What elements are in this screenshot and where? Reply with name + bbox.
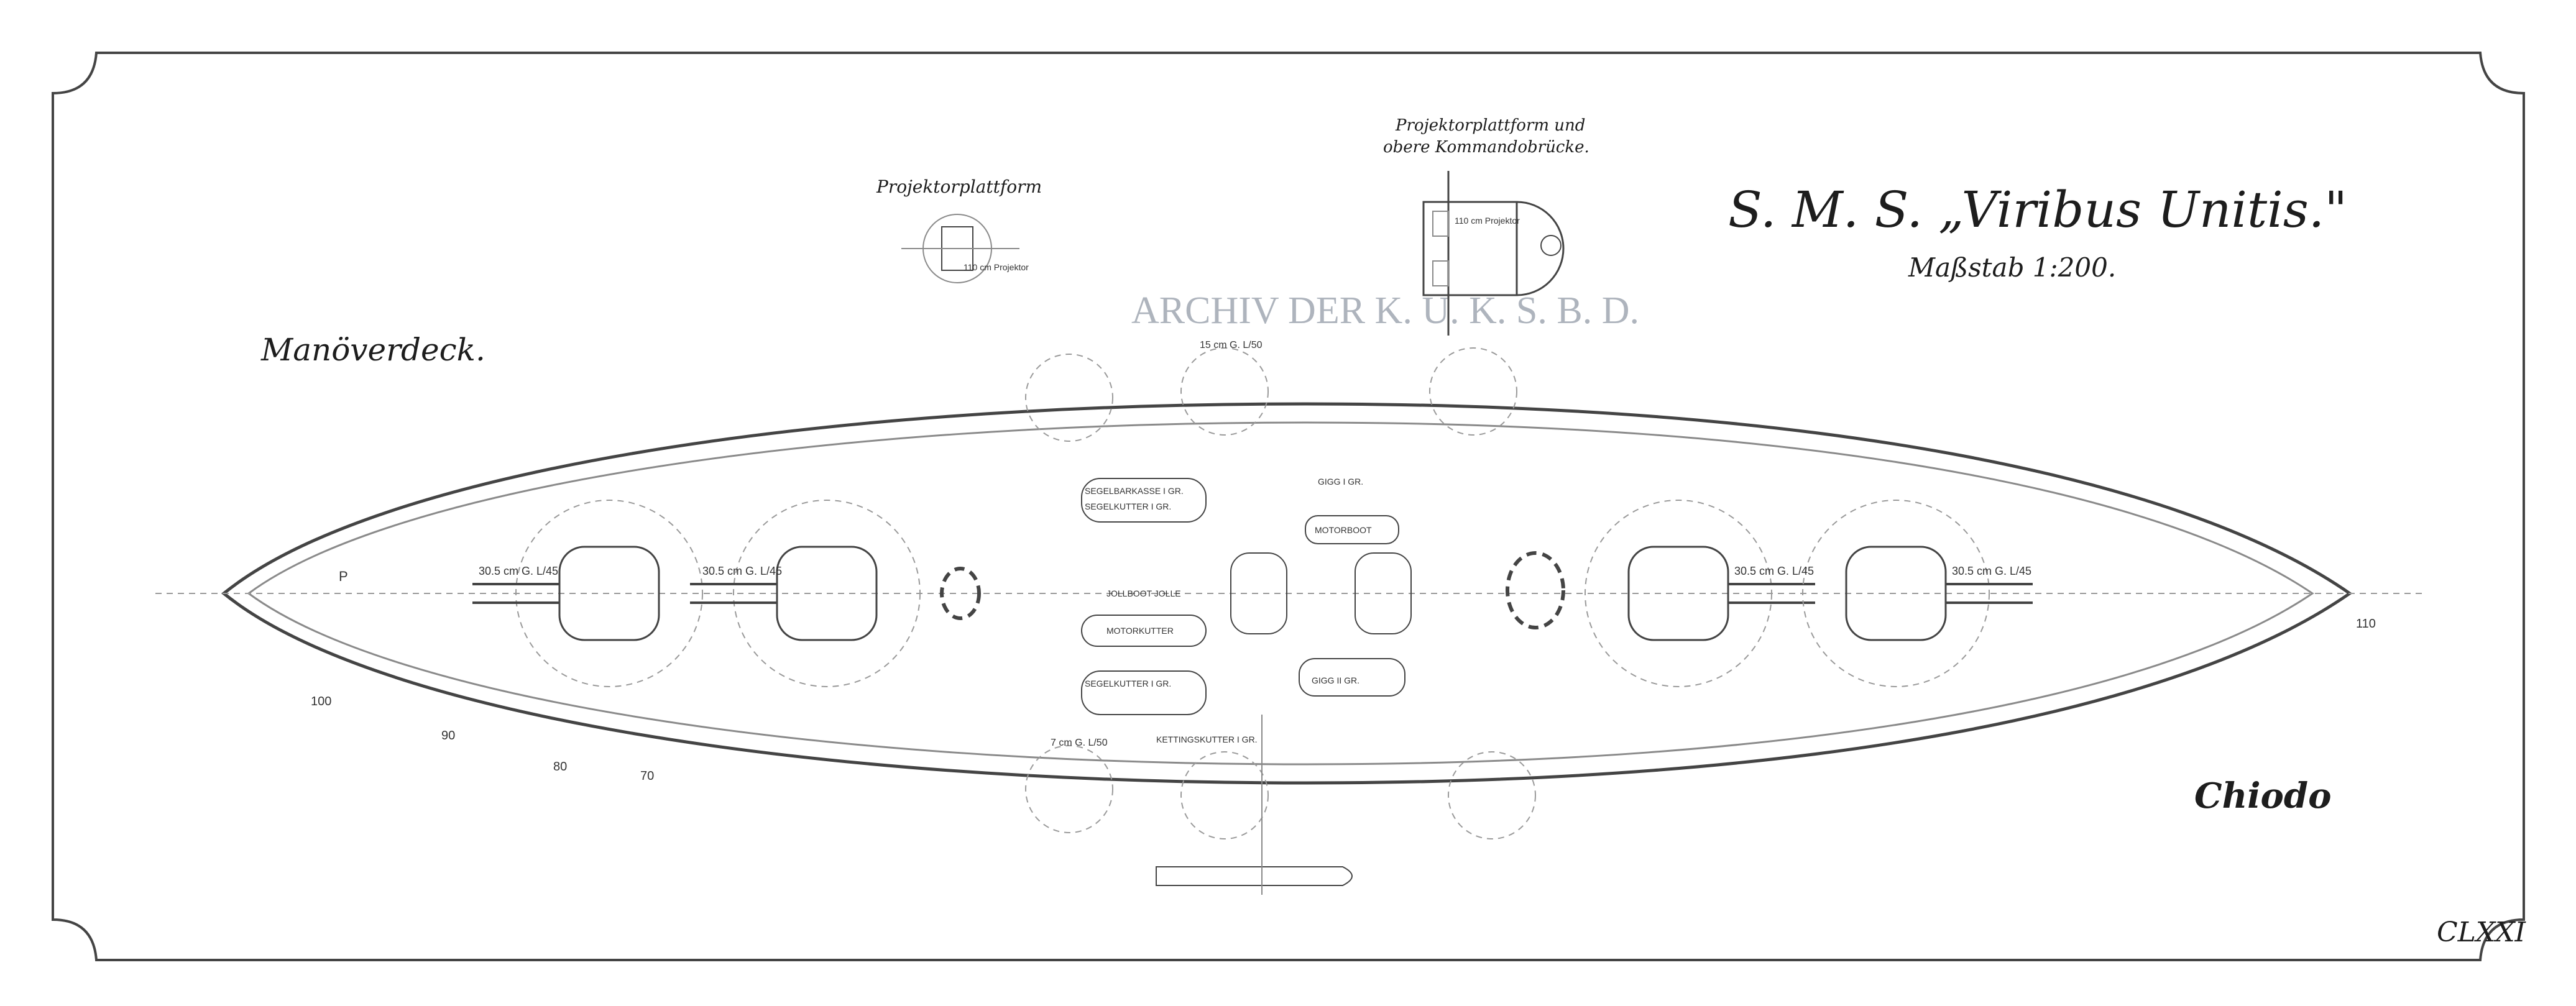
marked-area-right [1506, 551, 1565, 629]
projector-platform-inset: Projektorplattform 110 cm Projektor [876, 176, 1042, 283]
boat-label-6: GIGG I GR. [1318, 477, 1363, 487]
gun-label-15: 15 cm G. L/50 [1200, 340, 1263, 350]
frame-70: 70 [640, 769, 654, 783]
frame-bow: 110 [2356, 617, 2376, 631]
boat-label-1: SEGELBARKASSE I GR. [1085, 486, 1184, 496]
scale-label: Maßstab 1:200. [1908, 252, 2116, 283]
boat-label-5: MOTORBOOT [1315, 525, 1372, 535]
boat-label-2: SEGELKUTTER I GR. [1085, 501, 1171, 511]
boat-label-3: MOTORKUTTER [1106, 626, 1174, 636]
boat-label-9: GIGG II GR. [1312, 675, 1359, 685]
boat-label-4: JOLLBOOT JOLLE [1106, 588, 1181, 598]
inset-right-title-2: obere Kommandobrücke. [1383, 138, 1589, 157]
boats: SEGELBARKASSE I GR. SEGELKUTTER I GR. MO… [1081, 477, 1412, 744]
frame-90: 90 [441, 729, 455, 743]
archive-stamp: ARCHIV DER K. U. K. S. B. D. [1131, 290, 1639, 332]
frame-100: 100 [311, 695, 331, 708]
boat-label-8: KETTINGSKUTTER I GR. [1156, 734, 1258, 744]
inset-left-projector: 110 cm Projektor [964, 262, 1029, 272]
inset-left-title: Projektorplattform [876, 176, 1042, 197]
frame-80: 80 [553, 760, 567, 774]
bridge-inset: Projektorplattform und obere Kommandobrü… [1383, 116, 1589, 336]
frame-stern: P [339, 569, 348, 584]
secondary-guns: 15 cm G. L/50 7 cm G. L/50 [1025, 340, 1536, 839]
hull-inner [247, 421, 2314, 766]
sheet-number: CLXXI [2437, 917, 2527, 948]
inset-right-title-1: Projektorplattform und [1395, 116, 1585, 135]
gun-label-30c: 30.5 cm G. L/45 [1734, 565, 1814, 577]
signature: Chiodo [2194, 775, 2331, 816]
gun-label-30b: 30.5 cm G. L/45 [702, 565, 782, 577]
ship-title: S. M. S. „Viribus Unitis." [1728, 181, 2347, 239]
launch-outline [1156, 866, 1353, 886]
deck-label: Manöverdeck. [260, 332, 485, 368]
main-turrets: 30.5 cm G. L/45 30.5 cm G. L/45 30.5 cm … [472, 500, 2033, 687]
boat-label-7: SEGELKUTTER I GR. [1085, 679, 1171, 688]
inset-right-projector: 110 cm Projektor [1455, 216, 1520, 226]
gun-label-7: 7 cm G. L/50 [1051, 738, 1108, 748]
marked-area-left [940, 567, 981, 620]
gun-label-30a: 30.5 cm G. L/45 [479, 565, 558, 577]
gun-label-30d: 30.5 cm G. L/45 [1952, 565, 2031, 577]
hull [155, 402, 2424, 785]
sheet-border [52, 52, 2525, 961]
